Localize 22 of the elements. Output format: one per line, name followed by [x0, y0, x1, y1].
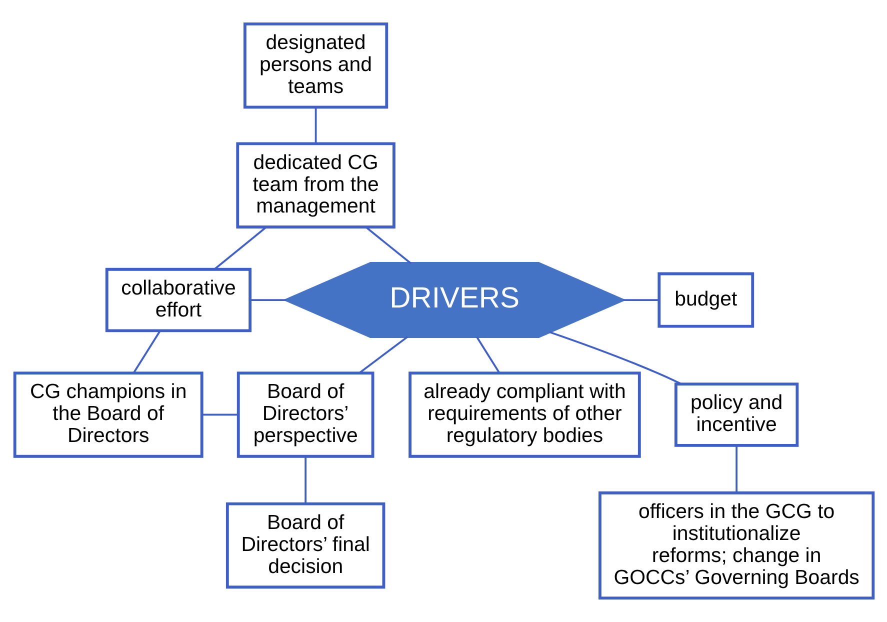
node-box: budget [657, 272, 754, 328]
connector [201, 414, 238, 416]
connector [314, 107, 316, 144]
connector [358, 336, 408, 374]
node-box: already compliant with requirements of other regulatory bodies [408, 372, 640, 458]
connector [622, 299, 658, 301]
node-box: CG champions in the Board of Directors [12, 372, 203, 458]
node-box: collaborative effort [104, 268, 252, 332]
node-box: designated persons and teams [242, 22, 388, 109]
connector [735, 446, 737, 492]
node-box: policy and incentive [674, 382, 798, 447]
node-box: officers in the GCG to institutionalize reforms; change in GOCCs’ Governing Boards [598, 491, 874, 600]
connector [132, 330, 160, 374]
connector [214, 226, 266, 270]
connector [304, 456, 306, 504]
node-box: Board of Directors’ perspective [236, 372, 374, 458]
connector [548, 331, 682, 385]
connector [364, 226, 412, 264]
connector [475, 336, 500, 374]
node-box: dedicated CG team from the management [236, 142, 395, 228]
node-box: Board of Directors’ final decision [225, 502, 385, 589]
connector [250, 299, 286, 301]
